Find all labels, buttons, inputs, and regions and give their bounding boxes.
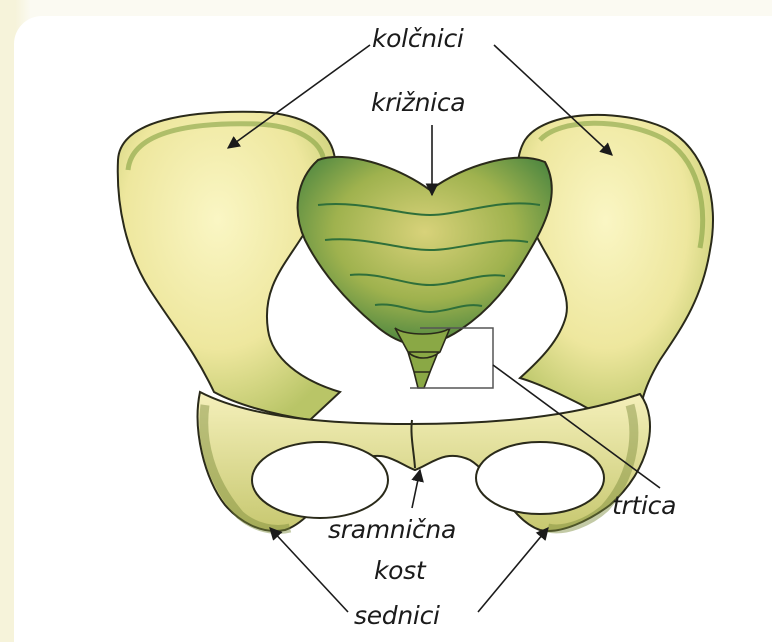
- right-obturator-foramen: [476, 442, 604, 514]
- label-coccyx: trtica: [612, 491, 676, 520]
- label-pubic-bone-line2: kost: [374, 556, 425, 585]
- label-hip-bones: kolčnici: [372, 24, 464, 53]
- arrow-ischium-right: [478, 528, 548, 612]
- label-sacrum: križnica: [371, 88, 465, 117]
- sacrum-bone: [298, 157, 552, 345]
- left-hip-bone: [118, 112, 340, 420]
- arrow-pubic: [412, 470, 420, 508]
- label-pubic-bone-line1: sramnična: [328, 515, 456, 544]
- label-ischium: sednici: [354, 601, 440, 630]
- left-obturator-foramen: [252, 442, 388, 518]
- coccyx-bone: [395, 328, 450, 388]
